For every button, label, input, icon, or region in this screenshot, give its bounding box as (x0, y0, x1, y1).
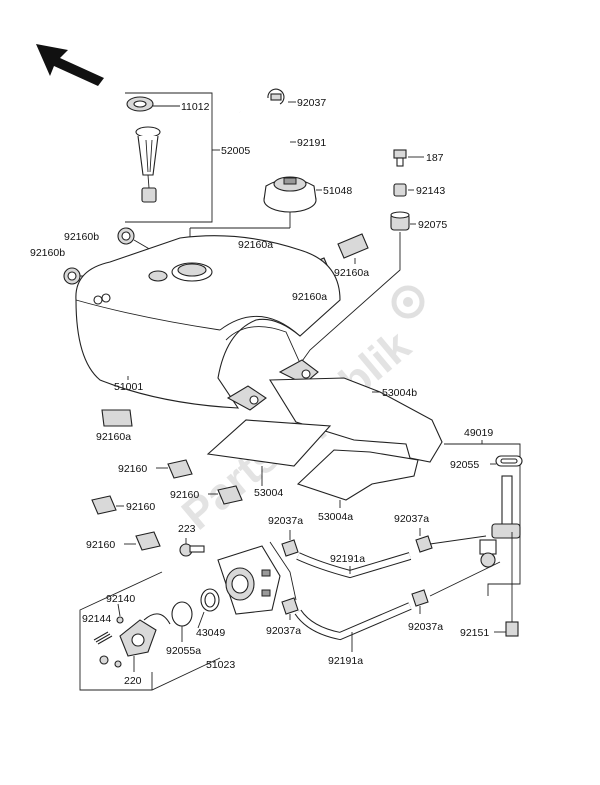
label-92144: 92144 (82, 613, 111, 625)
screw-92140 (116, 616, 124, 624)
label-92143: 92143 (416, 185, 445, 197)
screws-220 (99, 655, 122, 668)
label-92160a-3: 92160a (292, 291, 327, 303)
label-223: 223 (178, 523, 196, 535)
sheet-53004a (296, 449, 419, 501)
clamp-92037a-3 (281, 597, 299, 615)
fuel-cock-51023 (217, 545, 281, 615)
label-92055a: 92055a (166, 645, 201, 657)
watermark-gear-icon (391, 285, 425, 319)
bracket-49019 (444, 443, 521, 596)
pad-92160a-4 (101, 409, 133, 427)
fuel-tap-49019 (479, 475, 521, 568)
bracket-92160-4 (135, 531, 161, 551)
bracket-51023 (79, 571, 221, 691)
label-92151: 92151 (460, 627, 489, 639)
lever-220 (119, 613, 171, 657)
clip-92037 (267, 88, 285, 105)
label-92160b-1: 92160b (64, 231, 99, 243)
clamp-92037a-1 (281, 539, 299, 557)
label-92160-1: 92160 (118, 463, 147, 475)
sheet-53004 (206, 419, 332, 467)
label-92191a-2: 92191a (328, 655, 363, 667)
grommet-11012 (126, 96, 154, 112)
bracket-92160-3 (91, 495, 117, 515)
label-53004a: 53004a (318, 511, 353, 523)
bracket-92160-2 (217, 485, 243, 505)
label-51001: 51001 (114, 381, 143, 393)
label-43049: 43049 (196, 627, 225, 639)
label-92037: 92037 (297, 97, 326, 109)
label-92075: 92075 (418, 219, 447, 231)
o-ring-92055a (171, 601, 193, 627)
part-labels: 11012 52005 92037 92191 51048 187 92143 … (30, 97, 493, 687)
label-51023: 51023 (206, 659, 235, 671)
pad-53004b (269, 377, 443, 463)
spring-92144 (93, 631, 113, 645)
label-92160-4: 92160 (86, 539, 115, 551)
damper-92075 (390, 211, 410, 231)
screw-223 (179, 543, 205, 557)
clamp-92037a-4 (411, 589, 429, 607)
label-92191a-1: 92191a (330, 553, 365, 565)
label-92037a-2: 92037a (394, 513, 429, 525)
pad-92160a-2 (337, 233, 369, 259)
level-gauge-52005 (135, 126, 161, 203)
damper-92160b-upper (117, 227, 135, 245)
label-92037a-4: 92037a (408, 621, 443, 633)
label-92191: 92191 (297, 137, 326, 149)
label-51048: 51048 (323, 185, 352, 197)
fuel-cap-51048 (263, 176, 317, 213)
front-arrow-icon (36, 44, 104, 86)
label-92055: 92055 (450, 459, 479, 471)
label-92037a-3: 92037a (266, 625, 301, 637)
label-52005: 52005 (221, 145, 250, 157)
label-92037a-1: 92037a (268, 515, 303, 527)
hose-92191 (239, 109, 289, 161)
collar-92143 (393, 183, 407, 197)
label-92160a-4: 92160a (96, 431, 131, 443)
label-92140: 92140 (106, 593, 135, 605)
fuel-tank-51001 (75, 235, 341, 411)
label-53004: 53004 (254, 487, 283, 499)
label-187: 187 (426, 152, 444, 164)
label-92160-2: 92160 (170, 489, 199, 501)
label-49019: 49019 (464, 427, 493, 439)
label-11012: 11012 (181, 101, 210, 113)
hose-92191a-lower (294, 602, 412, 641)
label-220: 220 (124, 675, 142, 687)
bolt-92151 (505, 532, 519, 637)
label-92160-3: 92160 (126, 501, 155, 513)
label-53004b: 53004b (382, 387, 417, 399)
label-92160a-2: 92160a (334, 267, 369, 279)
damper-92160b-lower (63, 267, 81, 285)
bracket-92160-1 (167, 459, 193, 479)
bolt-187 (393, 149, 407, 167)
label-92160a-1: 92160a (238, 239, 273, 251)
clamp-92037a-2 (415, 535, 433, 553)
gasket-92055 (495, 455, 523, 467)
label-92160b-2: 92160b (30, 247, 65, 259)
washer-43049 (200, 588, 220, 612)
bracket-52005 (125, 92, 213, 223)
